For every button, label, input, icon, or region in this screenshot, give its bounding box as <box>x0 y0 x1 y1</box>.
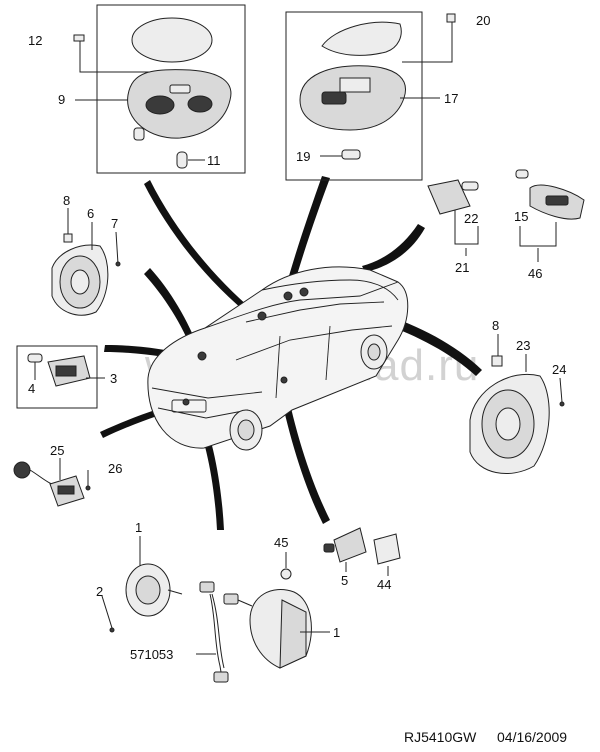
footer-code: RJ5410GW <box>404 729 477 745</box>
connector-group <box>13 458 91 507</box>
callout-15: 15 <box>514 209 528 224</box>
map-lamp-housing <box>299 65 406 131</box>
callout-17: 17 <box>444 91 458 106</box>
dome-lamp-bulb-b <box>176 151 188 169</box>
map-lamp-lens <box>321 21 402 56</box>
callout-21: 21 <box>455 260 469 275</box>
callout-8-left: 8 <box>63 193 70 208</box>
map-lamp-bulb <box>341 149 361 160</box>
callout-571053: 571053 <box>130 647 173 662</box>
callout-46: 46 <box>528 266 542 281</box>
right-speaker-group <box>469 334 565 474</box>
footer-date: 04/16/2009 <box>497 729 567 745</box>
map-lamp-frame <box>285 11 423 181</box>
left-speaker-group <box>51 208 121 316</box>
callout-25: 25 <box>50 443 64 458</box>
callout-5: 5 <box>341 573 348 588</box>
callout-12: 12 <box>28 33 42 48</box>
callout-23: 23 <box>516 338 530 353</box>
dome-lamp-frame <box>96 4 246 174</box>
switch-group <box>323 527 401 576</box>
dome-lamp-bulb-a <box>133 127 145 141</box>
switch-44-body <box>373 533 401 565</box>
callout-3: 3 <box>110 371 117 386</box>
callout-labels: 12 9 11 20 17 19 22 21 15 46 8 6 7 4 3 2… <box>28 13 566 662</box>
switch-5-body <box>333 527 367 563</box>
map-lamp-group <box>285 11 456 181</box>
callout-20: 20 <box>476 13 490 28</box>
side-lamp-group <box>427 179 479 256</box>
callout-6: 6 <box>87 206 94 221</box>
side-lamp-body <box>427 179 471 215</box>
callout-1-right: 1 <box>333 625 340 640</box>
dome-lamp-group <box>73 4 246 174</box>
callout-11: 11 <box>207 153 221 168</box>
footer: RJ5410GW 04/16/2009 <box>404 729 567 745</box>
callout-9: 9 <box>58 92 65 107</box>
callout-44: 44 <box>377 577 391 592</box>
callout-4: 4 <box>28 381 35 396</box>
callout-45: 45 <box>274 535 288 550</box>
callout-8-right: 8 <box>492 318 499 333</box>
callout-19: 19 <box>296 149 310 164</box>
dome-lamp-housing <box>127 69 232 139</box>
dome-lamp-lens <box>131 17 213 63</box>
reading-lamp-frame <box>16 345 98 409</box>
reading-lamp-group <box>16 345 105 409</box>
callout-22: 22 <box>464 211 478 226</box>
horn-nut <box>280 568 292 580</box>
callout-2: 2 <box>96 584 103 599</box>
connector-plug <box>13 461 31 479</box>
horn-left-group <box>101 536 183 633</box>
car-illustration <box>147 266 409 451</box>
callout-1-left: 1 <box>135 520 142 535</box>
horn-right-group <box>196 552 330 683</box>
callout-24: 24 <box>552 362 566 377</box>
callout-7: 7 <box>111 216 118 231</box>
courtesy-lamp-group <box>515 169 585 262</box>
callout-26: 26 <box>108 461 122 476</box>
